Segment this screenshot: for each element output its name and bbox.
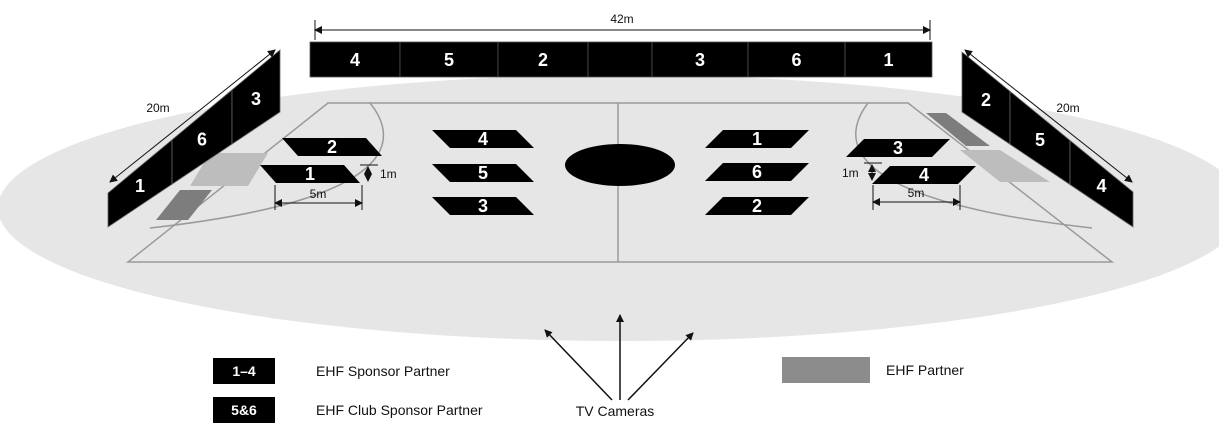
floor-patch-label: 4: [919, 165, 929, 185]
floor-patch-label: 1: [752, 129, 762, 149]
legend-sponsor-swatch: [213, 358, 275, 384]
floor-patch-label: 4: [478, 129, 488, 149]
top-board-segment: [587, 41, 653, 78]
floor-patch: [432, 197, 534, 215]
right-board-label: 5: [1035, 130, 1045, 150]
dimension-top: 42m: [314, 12, 931, 40]
dimension-left-patch-gap-label: 1m: [380, 167, 397, 181]
floor-patch-label: 3: [893, 138, 903, 158]
dimension-left-side-label: 20m: [146, 101, 169, 115]
legend-partner-swatch: [782, 357, 870, 383]
tv-camera-arrows: [544, 314, 694, 401]
legend-club-swatch-label: 5&6: [231, 402, 257, 418]
dimension-left-side: 20m: [109, 49, 276, 183]
floor-patch-label: 3: [478, 196, 488, 216]
right-board-label: 4: [1096, 176, 1106, 196]
top-board-segment: [844, 41, 933, 78]
floor-patch-label: 6: [752, 162, 762, 182]
legend-club-swatch: [213, 397, 275, 423]
top-board-segment: [747, 41, 846, 78]
legend-sponsor-swatch-label: 1–4: [232, 363, 256, 379]
floor-patch-label: 1: [305, 164, 315, 184]
dimension-right-patch-width-label: 5m: [908, 186, 925, 200]
left-board-label: 3: [251, 89, 261, 109]
floor-patch-label: 2: [327, 137, 337, 157]
tv-cameras-label: TV Cameras: [576, 403, 655, 419]
floor-patch: [705, 130, 809, 148]
floor-patch: [846, 139, 950, 157]
floor-patch: [432, 164, 534, 182]
dimension-right-side: 20m: [964, 49, 1133, 183]
top-led-board: 4 5 2 3 6 1: [309, 41, 933, 78]
legend: 1–4 EHF Sponsor Partner 5&6 EHF Club Spo…: [213, 357, 964, 423]
legend-partner-label: EHF Partner: [886, 362, 964, 378]
legend-sponsor-label: EHF Sponsor Partner: [316, 363, 450, 379]
dimension-right-patch-gap: 1m: [842, 162, 882, 181]
dimension-left-patch-width-label: 5m: [310, 187, 327, 201]
floor-patch-label: 2: [752, 196, 762, 216]
left-board-label: 1: [135, 176, 145, 196]
floor-patch: [872, 166, 976, 184]
dimension-top-label: 42m: [610, 12, 633, 26]
top-board-label: 5: [444, 50, 454, 70]
top-board-label: 3: [695, 50, 705, 70]
floor-patch: [432, 130, 534, 148]
top-board-label: 6: [791, 50, 801, 70]
dimension-left-patch-width: 5m: [274, 185, 363, 210]
top-board-segment: [651, 41, 749, 78]
dimension-right-patch-width: 5m: [872, 185, 961, 210]
dimension-left-patch-gap: 1m: [360, 164, 397, 182]
center-logo: [565, 144, 675, 186]
right-board-label: 2: [981, 90, 991, 110]
dimension-right-patch-gap-label: 1m: [842, 166, 859, 180]
top-board-label: 4: [350, 50, 360, 70]
floor-patch: [705, 197, 809, 215]
left-board-label: 6: [197, 130, 207, 150]
top-board-segment: [497, 41, 589, 78]
top-board-label: 2: [538, 50, 548, 70]
floor-patch: [282, 138, 382, 156]
legend-club-label: EHF Club Sponsor Partner: [316, 402, 483, 418]
floor-patch: [260, 165, 360, 183]
floor-patch-label: 5: [478, 163, 488, 183]
top-board-label: 1: [883, 50, 893, 70]
floor-patch: [705, 163, 809, 181]
dimension-right-side-label: 20m: [1056, 101, 1079, 115]
